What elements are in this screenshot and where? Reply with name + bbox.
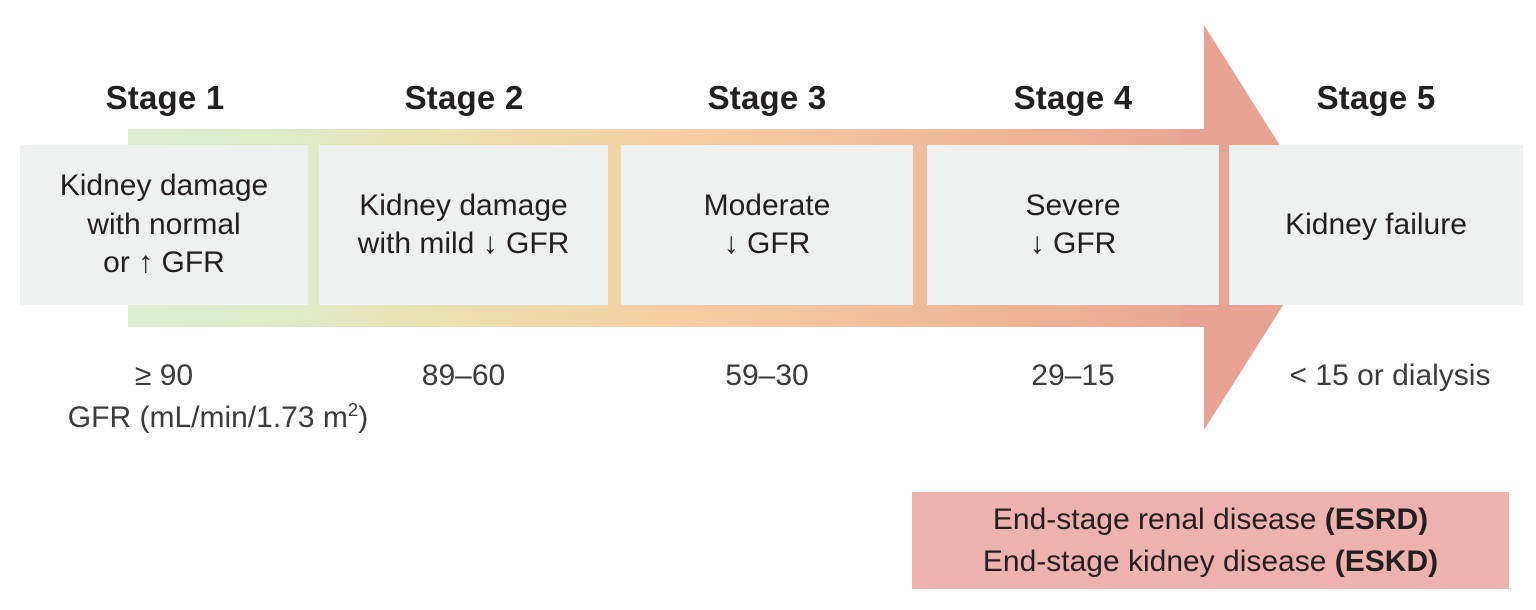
- stage-card-4: Severe ↓ GFR: [927, 145, 1219, 305]
- eskd-abbreviation: (ESKD): [1334, 544, 1439, 578]
- stage-card-1-text: Kidney damage with normal or ↑ GFR: [59, 169, 269, 280]
- stage-card-3: Moderate ↓ GFR: [621, 145, 913, 305]
- stage-header-4: Stage 4: [1013, 79, 1133, 116]
- gfr-axis-label: GFR (mL/min/1.73 m2): [62, 398, 374, 437]
- esrd-line-text: End-stage renal disease: [992, 503, 1325, 537]
- gfr-axis-label-superscript: 2: [347, 399, 359, 420]
- esrd-line: End-stage renal disease (ESRD): [993, 499, 1428, 540]
- stage-header-1: Stage 1: [105, 79, 225, 116]
- gfr-value-stage-1: ≥ 90: [134, 359, 194, 392]
- gfr-axis-label-suffix: ): [358, 401, 369, 434]
- esrd-abbreviation: (ESRD): [1324, 503, 1429, 537]
- stage-card-2: Kidney damage with mild ↓ GFR: [319, 145, 608, 305]
- stage-card-5: Kidney failure: [1229, 145, 1523, 305]
- esrd-eskd-callout: End-stage renal disease (ESRD) End-stage…: [912, 492, 1509, 589]
- stage-header-3: Stage 3: [707, 79, 827, 116]
- stage-card-3-text: Moderate ↓ GFR: [703, 188, 831, 260]
- gfr-value-stage-3: 59–30: [725, 359, 809, 392]
- gfr-value-stage-4: 29–15: [1031, 359, 1115, 392]
- gfr-axis-label-prefix: GFR (mL/min/1.73 m: [67, 401, 348, 434]
- stage-card-1: Kidney damage with normal or ↑ GFR: [20, 145, 308, 305]
- gfr-value-stage-2: 89–60: [421, 359, 506, 392]
- stage-header-2: Stage 2: [404, 79, 524, 116]
- stage-card-4-text: Severe ↓ GFR: [1025, 188, 1121, 260]
- stage-header-5: Stage 5: [1316, 79, 1436, 116]
- eskd-line: End-stage kidney disease (ESKD): [983, 541, 1438, 582]
- stage-card-2-text: Kidney damage with mild ↓ GFR: [357, 188, 570, 260]
- eskd-line-text: End-stage kidney disease: [982, 544, 1335, 578]
- gfr-value-stage-5: < 15 or dialysis: [1289, 359, 1491, 392]
- stage-card-5-text: Kidney failure: [1285, 207, 1467, 241]
